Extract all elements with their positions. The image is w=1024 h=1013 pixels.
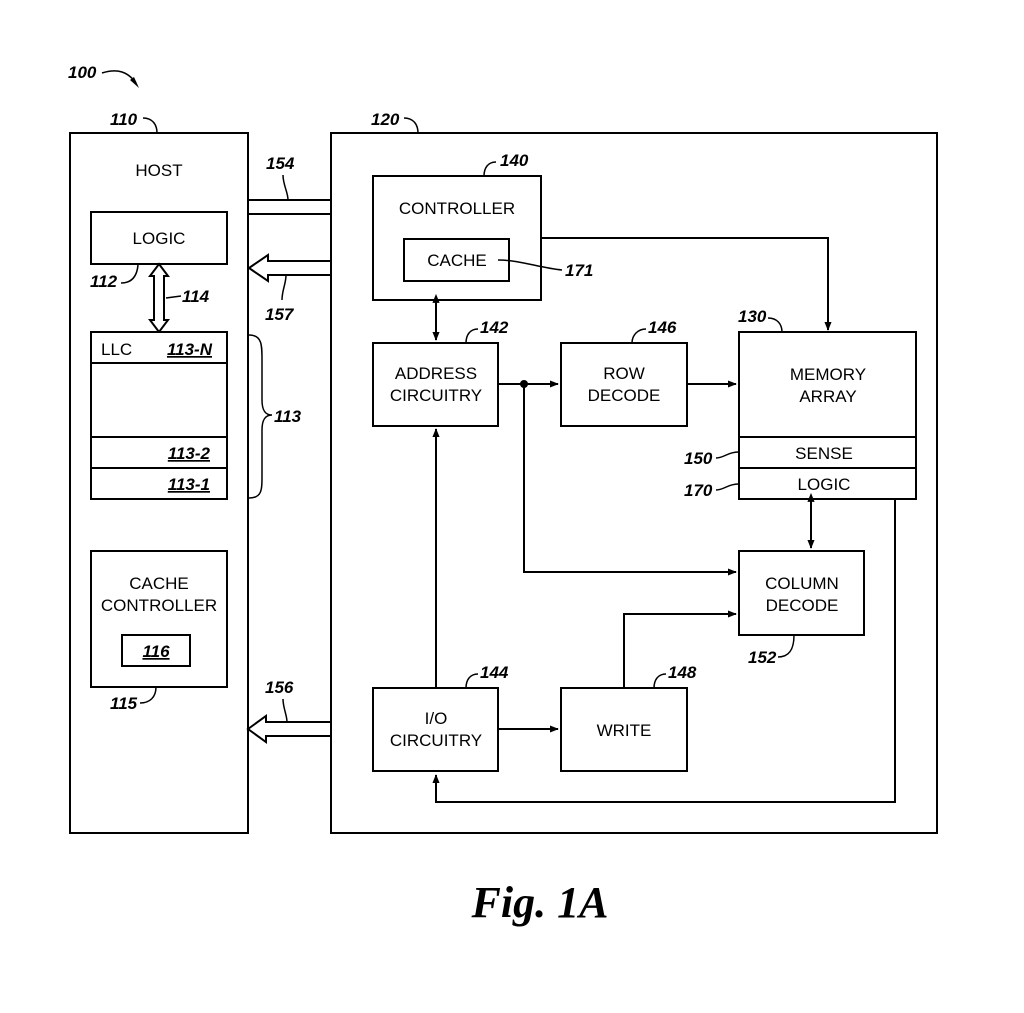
llc-label: LLC	[101, 340, 132, 359]
memory-array-label-2: ARRAY	[799, 387, 856, 406]
cache-controller-label-1: CACHE	[129, 574, 189, 593]
bus-154-ref: 154	[266, 154, 295, 173]
cache-controller-label-2: CONTROLLER	[101, 596, 217, 615]
link-114-ref: 114	[182, 287, 210, 306]
memory-logic-label: LOGIC	[798, 475, 851, 494]
bus-157-ref: 157	[265, 305, 295, 324]
controller-ref: 140	[500, 151, 529, 170]
address-ref: 142	[480, 318, 509, 337]
memory-array-label-1: MEMORY	[790, 365, 866, 384]
host-ref-leader	[143, 118, 157, 133]
cache-controller-inner-ref: 116	[142, 642, 170, 661]
address-circuitry-box	[373, 343, 498, 426]
figure-ref-100: 100	[68, 63, 97, 82]
bus-156-ref: 156	[265, 678, 294, 697]
io-ref: 144	[480, 663, 509, 682]
llc-brace	[249, 335, 272, 498]
llc-section-2: 113-2	[168, 444, 211, 463]
host-logic-ref: 112	[90, 272, 118, 291]
figure-caption: Fig. 1A	[471, 878, 609, 927]
host-title: HOST	[135, 161, 182, 180]
write-ref: 148	[668, 663, 697, 682]
row-decode-ref: 146	[648, 318, 677, 337]
column-decode-label-2: DECODE	[766, 596, 839, 615]
sense-label: SENSE	[795, 444, 853, 463]
bus-156-ref-leader	[283, 699, 287, 722]
column-decode-label-1: COLUMN	[765, 574, 839, 593]
address-label-1: ADDRESS	[395, 364, 477, 383]
controller-cache-label: CACHE	[427, 251, 487, 270]
memory-array-box	[739, 332, 916, 499]
device-ref-leader	[404, 118, 418, 133]
bus-157-ref-leader	[282, 275, 286, 300]
column-decode-box	[739, 551, 864, 635]
cache-controller-ref: 115	[110, 694, 138, 713]
address-label-2: CIRCUITRY	[390, 386, 482, 405]
llc-section-n: 113-N	[167, 340, 213, 359]
sense-ref: 150	[684, 449, 713, 468]
figure-ref-100-leader	[102, 71, 136, 83]
bus-154-ref-leader	[283, 175, 288, 200]
memory-logic-ref: 170	[684, 481, 713, 500]
column-decode-ref: 152	[748, 648, 777, 667]
llc-group-ref: 113	[274, 407, 302, 426]
device-ref: 120	[371, 110, 400, 129]
controller-label: CONTROLLER	[399, 199, 515, 218]
host-logic-label: LOGIC	[133, 229, 186, 248]
io-label-1: I/O	[425, 709, 448, 728]
host-ref: 110	[110, 110, 138, 129]
row-decode-label-1: ROW	[603, 364, 645, 383]
llc-section-1: 113-1	[168, 475, 210, 494]
row-decode-label-2: DECODE	[588, 386, 661, 405]
io-circuitry-box	[373, 688, 498, 771]
write-label: WRITE	[597, 721, 652, 740]
io-label-2: CIRCUITRY	[390, 731, 482, 750]
row-decode-box	[561, 343, 687, 426]
memory-array-ref: 130	[738, 307, 767, 326]
controller-cache-ref: 171	[565, 261, 593, 280]
